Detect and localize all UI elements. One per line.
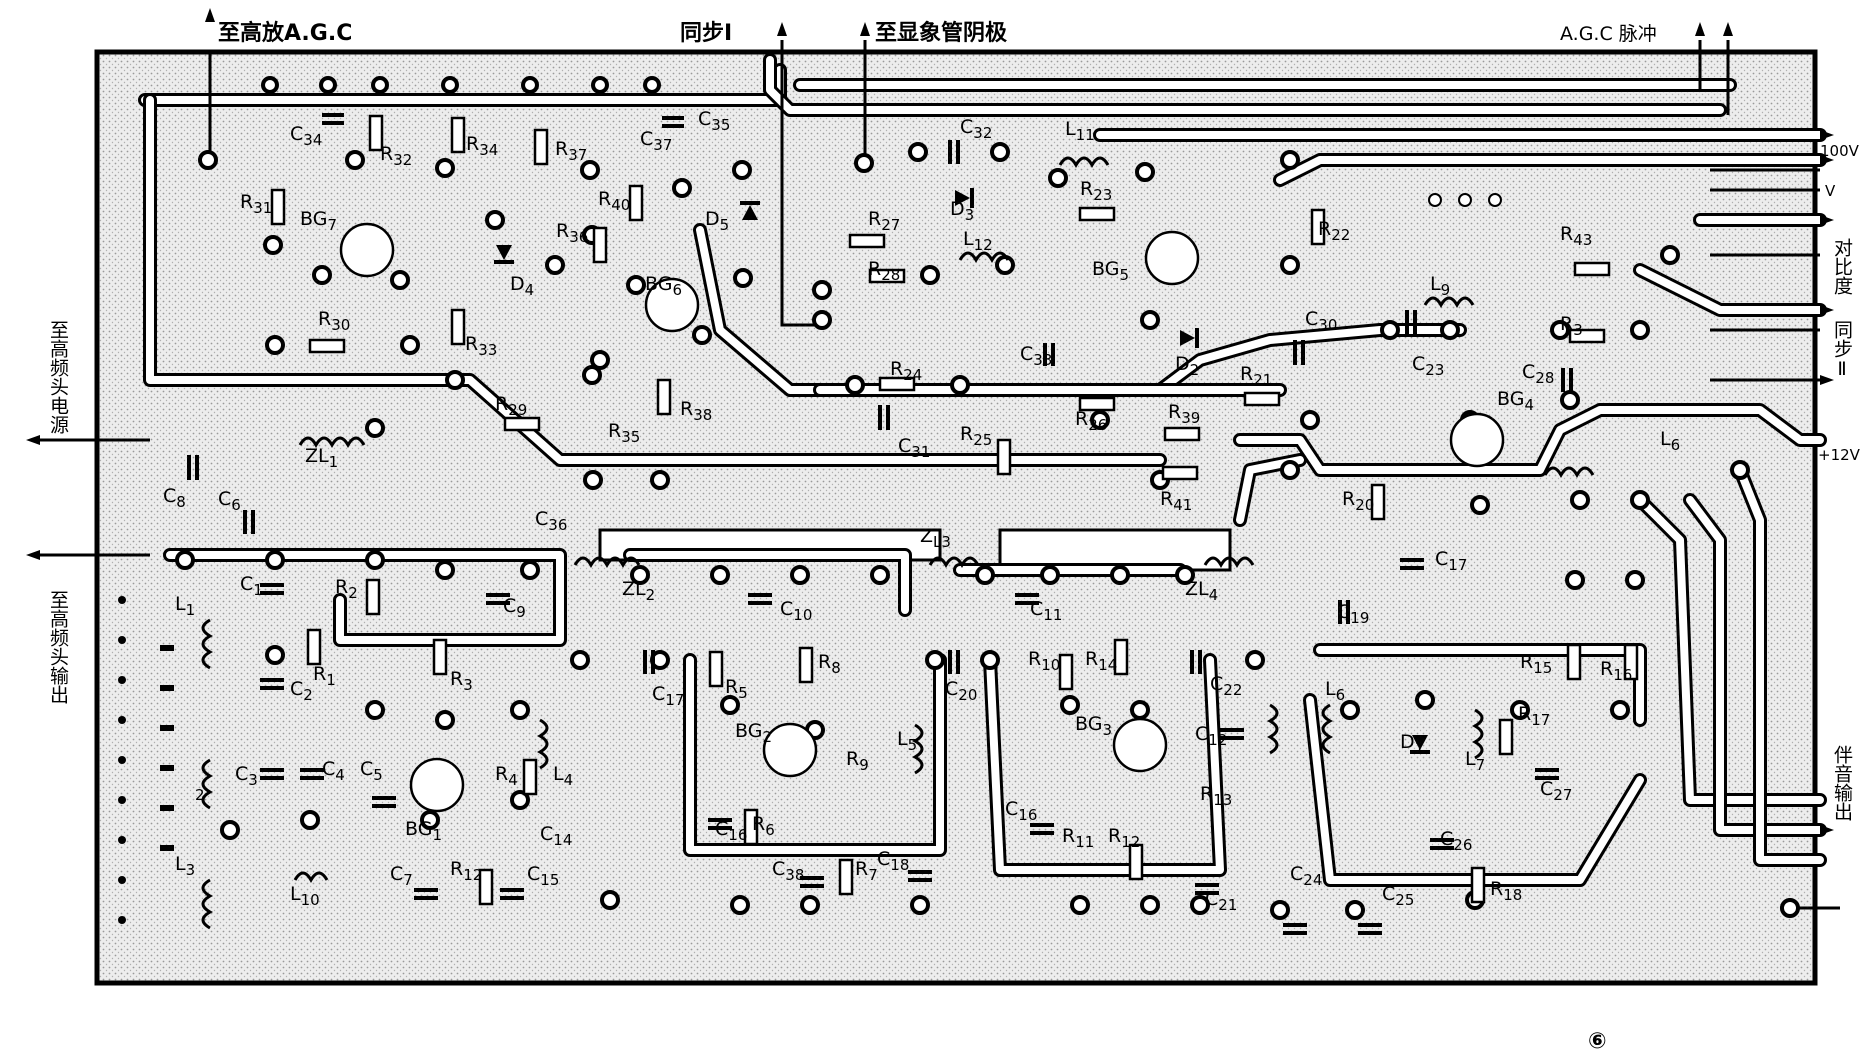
svg-text:R40: R40: [598, 188, 630, 214]
figure-number: ⑥: [1588, 1029, 1607, 1054]
terminal-arrows: [26, 8, 1834, 835]
label-tuner-output: 至高频头输出: [47, 590, 69, 704]
svg-text:C12: C12: [1195, 723, 1227, 749]
svg-text:C15: C15: [527, 863, 559, 889]
transistor-bg4: [1449, 412, 1505, 468]
label-brightness: 对比度: [1831, 238, 1853, 295]
label-agc-pulse: A.G.C 脉冲: [1560, 23, 1657, 45]
svg-text:BG4: BG4: [1497, 388, 1534, 414]
svg-text:R14: R14: [1085, 648, 1117, 674]
transistor-bg6: [644, 277, 700, 333]
transistor-bg2: [762, 722, 818, 778]
diode-symbols: [494, 188, 1430, 754]
resistor-bodies: [270, 114, 1639, 906]
copper-traces: [138, 53, 1827, 887]
label-tuner-power: 至高频头电源: [47, 320, 69, 435]
label-to-crt: 至显象管阴极: [875, 20, 1008, 46]
svg-text:D2: D2: [1175, 353, 1199, 379]
transistors: [339, 222, 1505, 813]
label-sync-2: 同步Ⅱ: [1831, 320, 1853, 380]
pads: [175, 76, 1800, 920]
transistor-bg1: [409, 757, 465, 813]
transistor-bg3: [1112, 717, 1168, 773]
thin-wires: [40, 40, 1840, 910]
label-sound-out: 伴音输出: [1831, 745, 1853, 821]
board-outline: [94, 49, 1818, 986]
transistor-bg5: [1144, 230, 1200, 286]
label-v: V: [1825, 182, 1836, 200]
svg-text:2: 2: [195, 786, 205, 804]
label-agc-to-if: 至高放A.G.C: [218, 20, 352, 46]
svg-text:C17: C17: [652, 683, 684, 709]
capacitor-symbols: [187, 113, 1573, 935]
svg-text:R31: R31: [240, 191, 272, 217]
coil-symbols: [201, 156, 1595, 930]
edge-holes: [118, 193, 1502, 924]
label-sync-1: 同步Ⅰ: [680, 20, 732, 46]
transistor-bg7: [339, 222, 395, 278]
label-12v: +12V: [1818, 446, 1861, 464]
svg-text:R27: R27: [868, 208, 900, 234]
terminal-labels: 至高放A.G.C 同步Ⅰ 至显象管阴极 A.G.C 脉冲 100V V 对比度 …: [47, 20, 1861, 821]
label-100v: 100V: [1820, 142, 1860, 160]
